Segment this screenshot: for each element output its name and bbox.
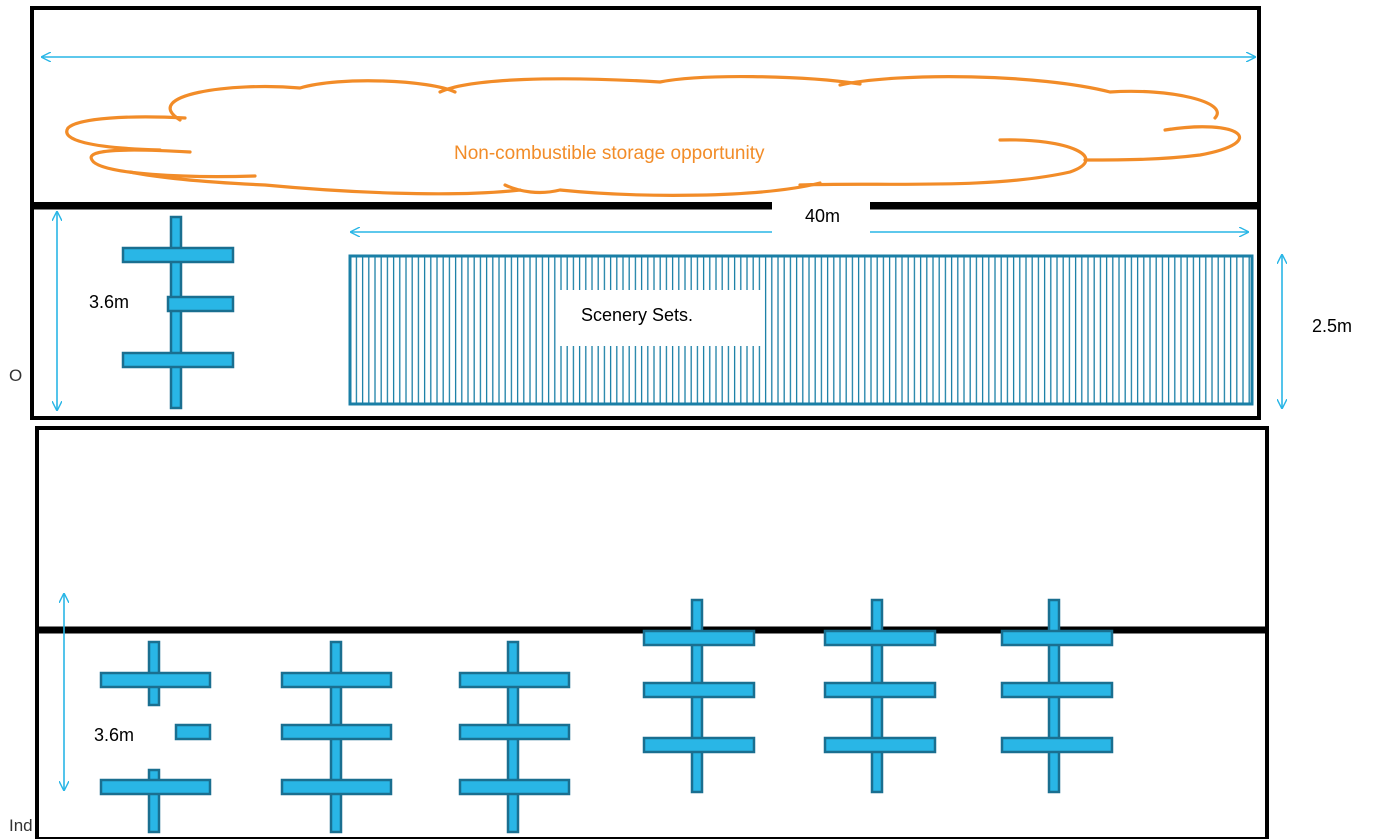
rack-4-shelf-3 [458,778,571,796]
scenery-set-block [348,254,1254,406]
rack-height-label-lower: 3.6m [94,725,135,745]
rack-3-shelf-3 [280,778,393,796]
scenery-set-label-bg [560,290,764,346]
set-height-label: 2.5m [1312,316,1353,336]
rack-1-shelf-1 [121,246,235,264]
racks [99,215,1114,834]
rack-7-shelf-2 [1000,681,1114,699]
top-zone-box [30,6,1261,206]
rack-4-shelf-2 [458,723,571,741]
rack-3-shelf-2 [280,723,393,741]
rack-4-shelf-1 [458,671,571,689]
rack-height-label-upper: 3.6m [89,292,130,312]
rack-1-post [169,215,183,410]
length-label: 40m [805,206,841,226]
rack-2-shelf-2 [174,723,212,741]
rack-1-shelf-2 [166,295,235,313]
rack-7-shelf-3 [1000,736,1114,754]
rack-7-shelf-1 [1000,629,1114,647]
length-label-bg [772,196,870,232]
rack-5-shelf-3 [642,736,756,754]
rack-2-shelf-1 [99,671,212,689]
rack-6-shelf-2 [823,681,937,699]
scenery-sets-label: Scenery Sets. [581,305,694,325]
cloud-label: Non-combustible storage opportunity [454,143,765,164]
rack-5-shelf-2 [642,681,756,699]
rack-2-shelf-3 [99,778,212,796]
rack-1-shelf-3 [121,351,235,369]
rack-5-shelf-1 [642,629,756,647]
rack-6-shelf-1 [823,629,937,647]
storage-cloud [65,74,1241,197]
edge-label-lower: Ind [9,816,33,835]
rack-2-post-bottom [147,768,161,834]
rack-6-shelf-3 [823,736,937,754]
rack-3-shelf-1 [280,671,393,689]
edge-label-upper: O [9,366,23,385]
